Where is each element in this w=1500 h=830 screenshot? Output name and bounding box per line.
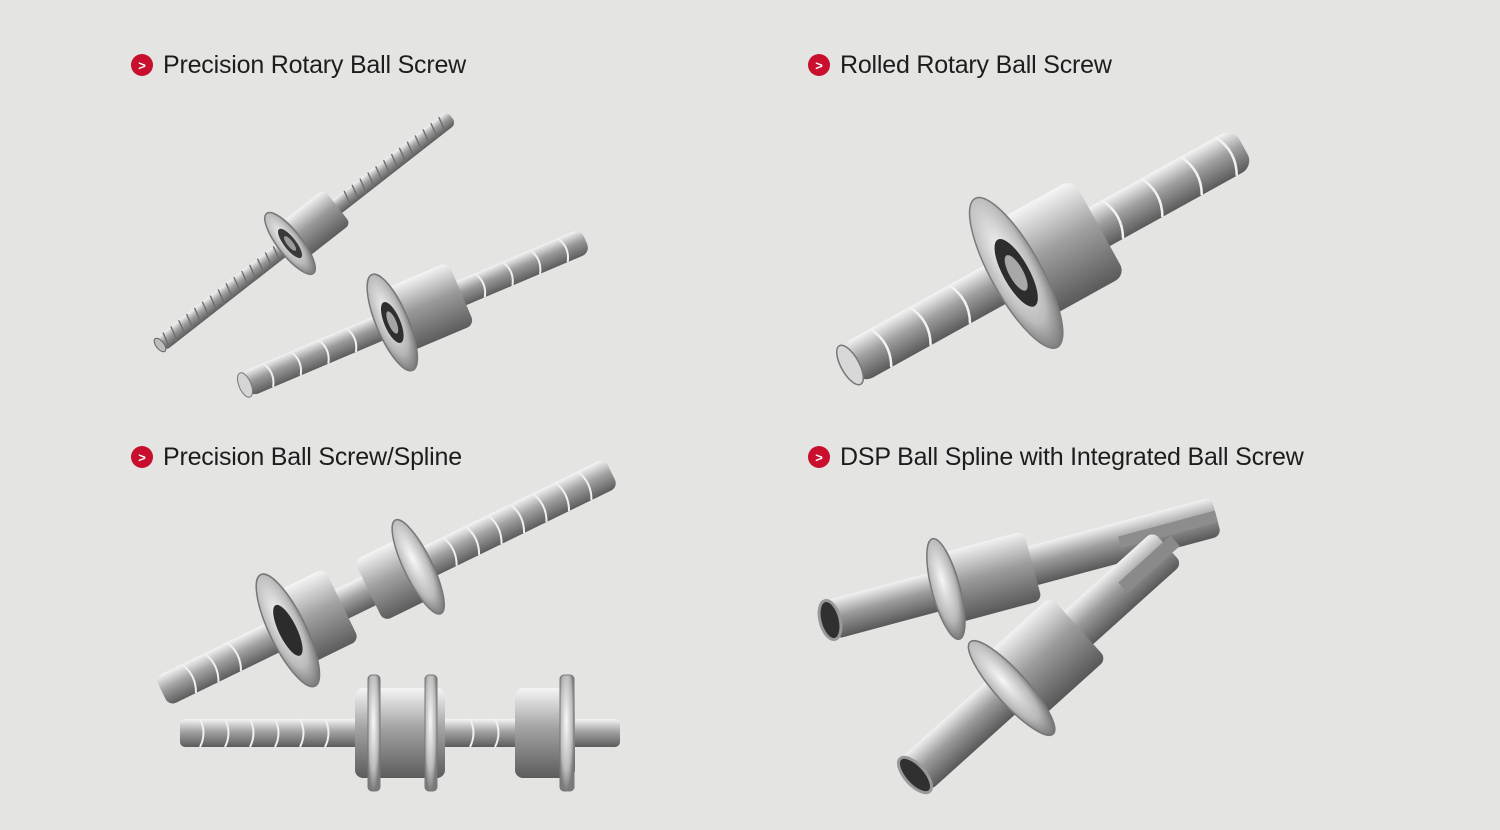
product-title-precision-rotary-ball-screw[interactable]: > Precision Rotary Ball Screw [131,50,466,80]
dsp-ball-spline-image[interactable] [815,498,1270,810]
product-title-dsp-ball-spline[interactable]: > DSP Ball Spline with Integrated Ball S… [808,442,1304,472]
chevron-right-icon: > [808,446,830,468]
rolled-rotary-ball-screw-image[interactable] [830,125,1260,405]
chevron-right-icon: > [808,54,830,76]
product-title-text: Precision Ball Screw/Spline [163,442,462,471]
chevron-right-icon: > [131,446,153,468]
product-title-precision-ball-screw-spline[interactable]: > Precision Ball Screw/Spline [131,442,462,472]
product-title-text: Rolled Rotary Ball Screw [840,50,1112,79]
chevron-right-icon: > [131,54,153,76]
product-title-rolled-rotary-ball-screw[interactable]: > Rolled Rotary Ball Screw [808,50,1112,80]
product-title-text: Precision Rotary Ball Screw [163,50,467,79]
precision-ball-screw-spline-image[interactable] [157,460,620,793]
product-title-text: DSP Ball Spline with Integrated Ball Scr… [840,442,1304,471]
precision-rotary-ball-screw-image[interactable] [140,95,620,410]
